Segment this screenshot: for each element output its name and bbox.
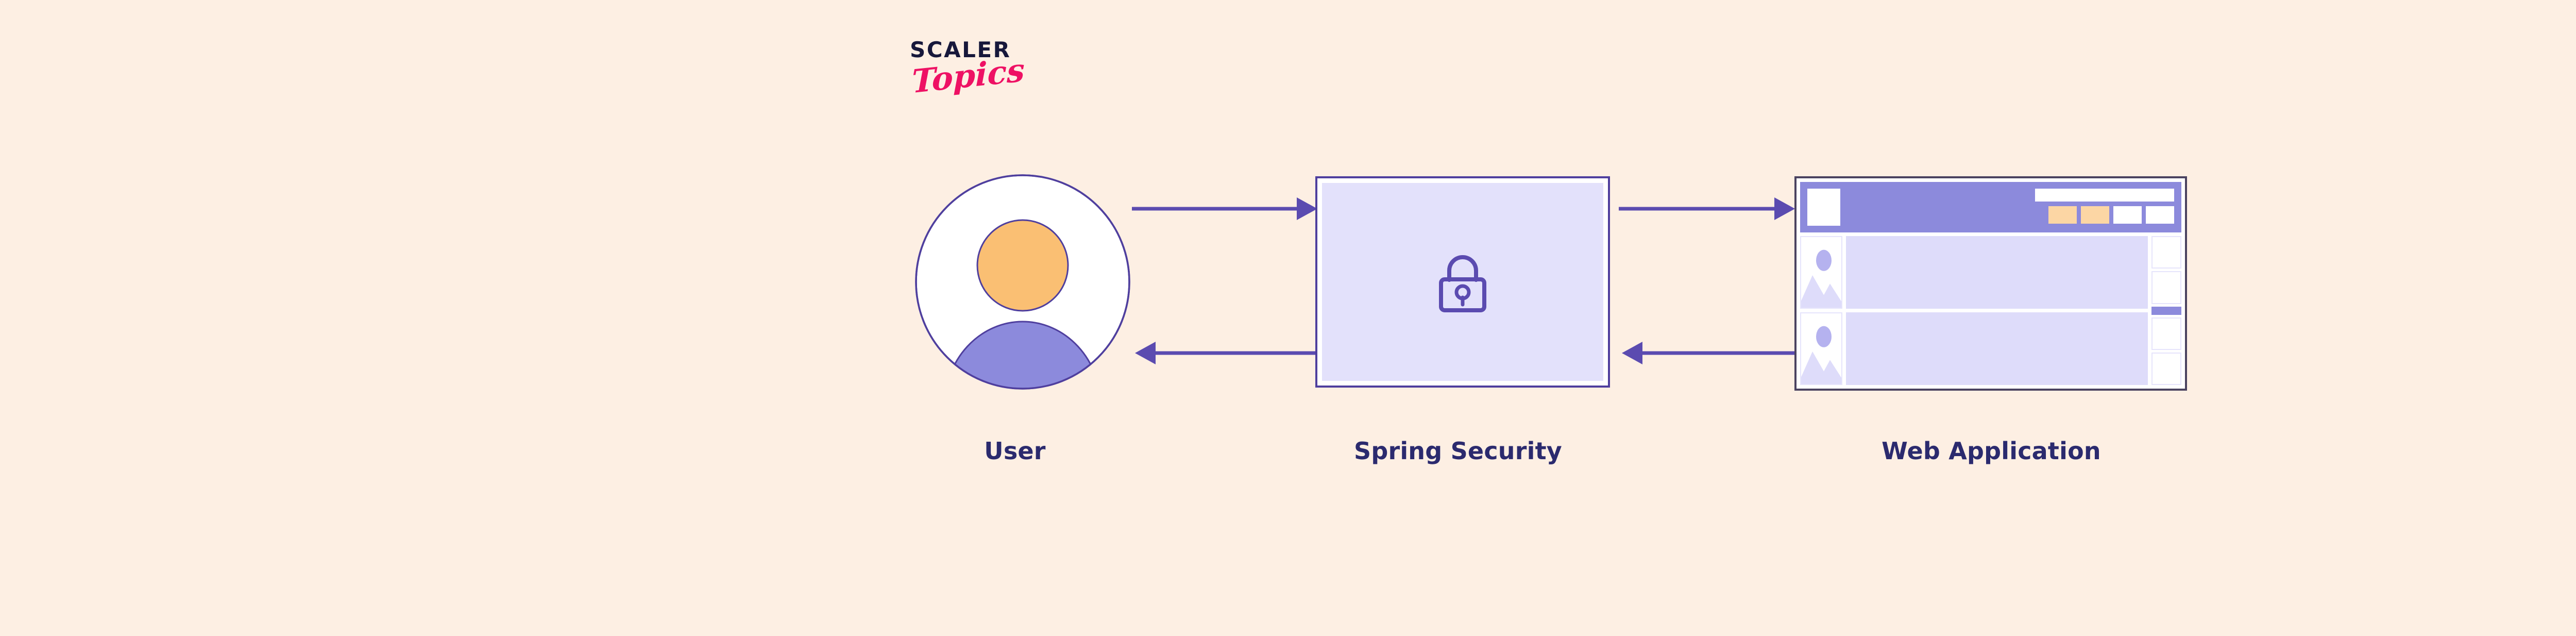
- logo-wordmark-scaler: SCALER: [910, 37, 1011, 62]
- webapp-nav-button-4[interactable]: [2146, 206, 2174, 224]
- webapp-sidebar: [2151, 236, 2181, 385]
- arrow-security-to-user: [1131, 335, 1321, 371]
- image-placeholder-icon: [1800, 312, 1842, 385]
- webapp-sidebar-item-2[interactable]: [2151, 271, 2181, 304]
- webapp-nav-button-3[interactable]: [2113, 206, 2142, 224]
- spring-security-panel-inner: [1322, 183, 1603, 381]
- scaler-topics-logo: SCALER Topics: [910, 39, 1080, 137]
- arrow-webapp-to-security: [1618, 335, 1798, 371]
- webapp-nav-button-2[interactable]: [2081, 206, 2109, 224]
- padlock-icon: [1439, 255, 1486, 312]
- webapp-content-panel: [1846, 236, 2148, 309]
- webapp-content-row: [1800, 236, 2148, 309]
- arrow-security-to-webapp: [1618, 191, 1798, 227]
- webapp-nav-button-1[interactable]: [2048, 206, 2077, 224]
- node-label-spring-security: Spring Security: [1354, 437, 1562, 465]
- webapp-body: [1800, 232, 2181, 385]
- spring-security-panel: [1315, 176, 1610, 388]
- webapp-logo-placeholder: [1807, 189, 1840, 226]
- node-label-user: User: [984, 437, 1046, 465]
- web-application-window: [1794, 176, 2187, 391]
- webapp-header-bar: [1800, 182, 2181, 232]
- webapp-header-controls: [2035, 189, 2174, 224]
- user-avatar-icon: [915, 174, 1130, 390]
- webapp-content-row: [1800, 312, 2148, 385]
- webapp-sidebar-highlight[interactable]: [2151, 306, 2181, 315]
- webapp-sidebar-item-3[interactable]: [2151, 317, 2181, 350]
- webapp-nav-buttons: [2048, 206, 2174, 224]
- webapp-sidebar-item-1[interactable]: [2151, 236, 2181, 269]
- image-placeholder-icon: [1800, 236, 1842, 309]
- user-avatar: [909, 174, 1136, 390]
- arrow-user-to-security: [1131, 191, 1321, 227]
- webapp-content-panel: [1846, 312, 2148, 385]
- webapp-search-bar[interactable]: [2035, 189, 2174, 202]
- webapp-content-column: [1800, 236, 2148, 385]
- node-label-web-application: Web Application: [1882, 437, 2101, 465]
- webapp-sidebar-item-4[interactable]: [2151, 352, 2181, 385]
